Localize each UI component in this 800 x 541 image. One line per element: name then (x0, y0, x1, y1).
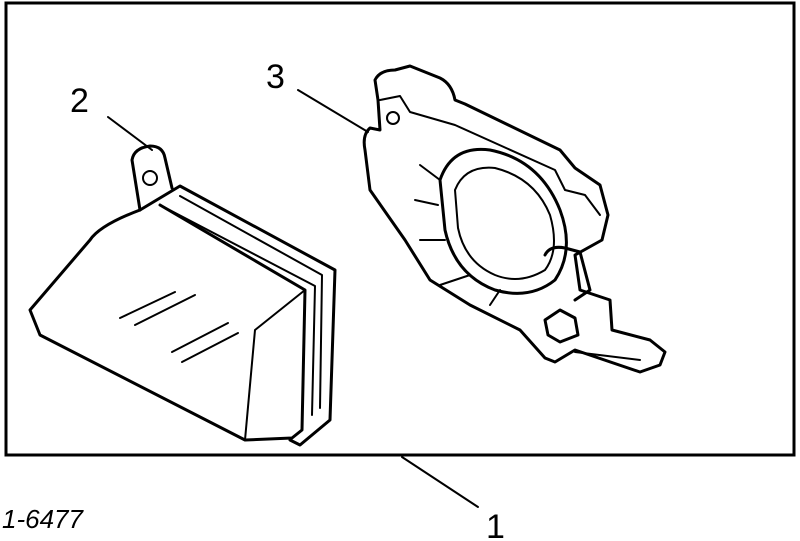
part-number: 1-6477 (2, 504, 84, 534)
callout-3: 3 (266, 58, 285, 96)
leader-line-2 (107, 116, 153, 151)
assembly-frame (4, 1, 796, 457)
leader-line-1 (401, 456, 479, 508)
callout-1: 1 (486, 508, 505, 541)
fog-lamp-part (28, 144, 337, 447)
leader-line-3 (297, 89, 369, 133)
callout-2: 2 (70, 82, 89, 120)
bracket-part (362, 64, 667, 374)
